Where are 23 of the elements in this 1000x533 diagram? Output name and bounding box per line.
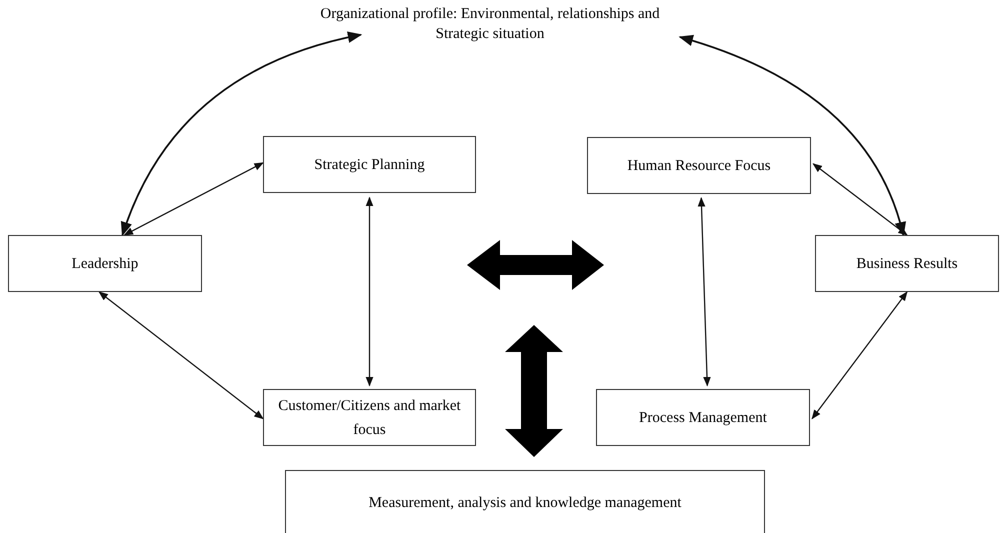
box-label: Leadership [72,254,138,274]
process-box [8,235,202,292]
box-label: Strategic Planning [314,156,425,174]
process-box [587,137,811,194]
heading-text: Organizational profile: Environmental, relationships and Strategic situation [319,5,661,44]
double-arrow [678,35,906,236]
process-box [285,470,765,533]
double-arrow [812,291,908,420]
double-arrow [124,162,264,236]
double-arrow [698,197,711,387]
process-box [263,389,476,446]
box-label: Process Management [639,408,767,428]
double-arrow [366,196,374,387]
process-box [596,389,810,446]
process-box [815,235,999,292]
box-label: Human Resource Focus [627,156,771,176]
box-label: Customer/Citizens and market focus [277,396,462,440]
box-label: Measurement, analysis and knowledge management [368,494,682,513]
box-label: Business Results [856,254,958,274]
double-arrow [812,163,908,236]
double-arrow [121,32,362,236]
double-arrow [98,291,264,420]
process-box [263,136,476,193]
